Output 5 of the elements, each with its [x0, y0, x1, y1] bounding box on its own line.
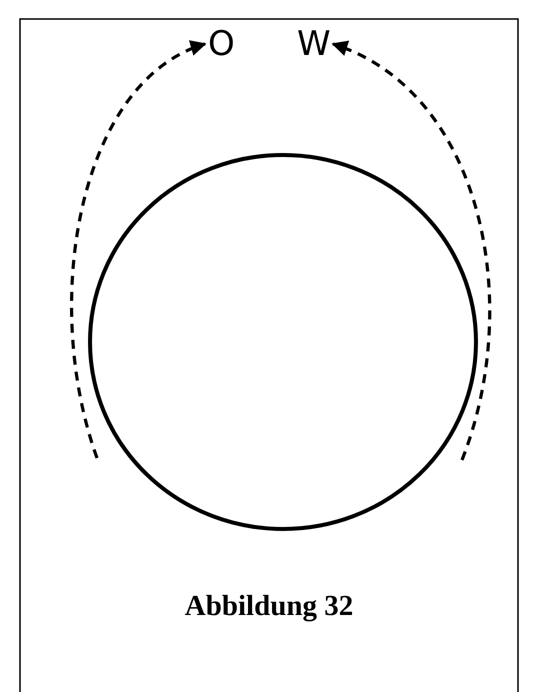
direction-letter: O — [208, 24, 235, 64]
dashed-arrow — [70, 42, 206, 458]
figure-caption: Abbildung 32 — [184, 590, 354, 623]
direction-letter: W — [297, 24, 331, 64]
dashed-arrow — [332, 42, 491, 460]
